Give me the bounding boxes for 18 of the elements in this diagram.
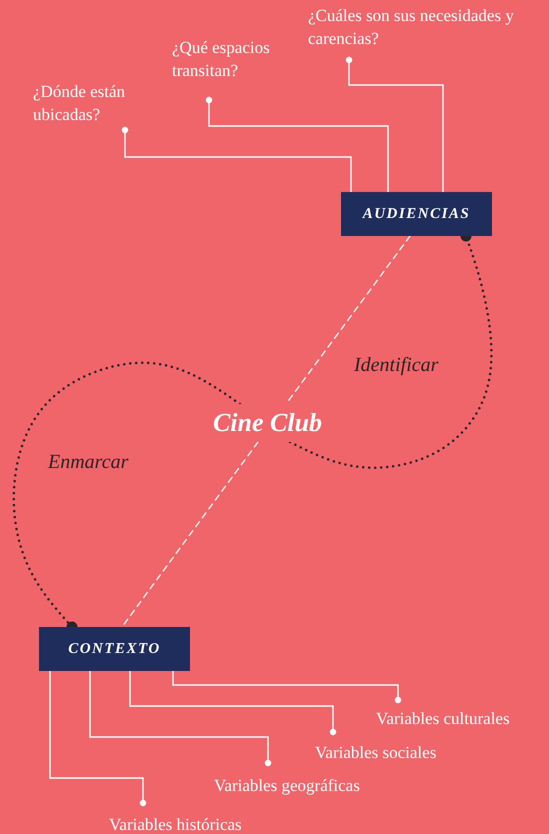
question-text: ¿Dónde están ubicadas? (33, 81, 126, 126)
question-text: ¿Qué espacios transitan? (172, 37, 271, 82)
category-box: AUDIENCIAS (341, 192, 492, 236)
connector-line (49, 670, 146, 806)
variable-text: Variables sociales (315, 742, 436, 764)
connector-line (122, 126, 352, 193)
question-text: ¿Cuáles son sus necesidades y carencias? (308, 5, 515, 50)
step-label: Identificar (354, 354, 438, 377)
connector-line (346, 56, 444, 193)
category-box: CONTEXTO (39, 627, 190, 671)
step-label: Enmarcar (48, 451, 128, 474)
variable-text: Variables históricas (109, 814, 242, 834)
variable-text: Variables geográficas (214, 775, 360, 797)
connector-line (172, 670, 402, 704)
connector-line (129, 670, 336, 736)
variable-text: Variables culturales (376, 708, 510, 730)
connector-line (89, 670, 272, 766)
connector-line (206, 96, 389, 193)
